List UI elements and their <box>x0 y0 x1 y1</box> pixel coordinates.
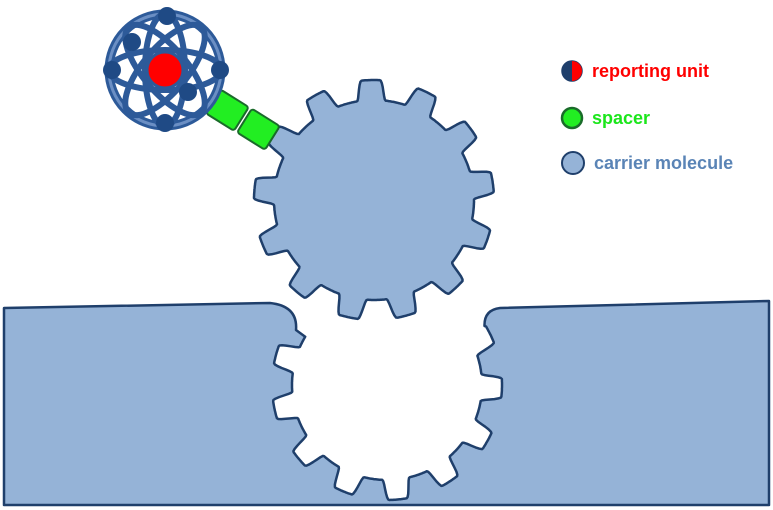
sphere-node-upper-left <box>123 33 141 51</box>
sphere-node-lower-right <box>179 83 197 101</box>
legend-label-reporting-unit: reporting unit <box>592 60 709 81</box>
spacer-legend-icon <box>560 106 584 130</box>
legend-item-carrier-molecule: carrier molecule <box>560 150 733 176</box>
legend-label-spacer: spacer <box>592 107 651 128</box>
sphere-node-left <box>103 61 121 79</box>
spacer-segment-2 <box>237 108 280 150</box>
legend-item-spacer: spacer <box>560 105 650 131</box>
reporting-unit-legend-icon <box>561 60 583 82</box>
sphere-tilted-ring-b <box>122 21 208 119</box>
legend-item-reporting-unit: reporting unit <box>560 58 709 84</box>
reporting-unit-sphere <box>103 7 229 132</box>
sphere-node-bottom <box>156 114 174 132</box>
legend-label-carrier-molecule: carrier molecule <box>594 152 734 173</box>
binding-surface <box>2 299 771 507</box>
spacer-linker <box>206 89 280 150</box>
carrier-molecule-gear <box>252 78 495 321</box>
sphere-tilted-ring-a <box>122 21 208 119</box>
sphere-node-top <box>158 7 176 25</box>
reporting-core <box>145 50 185 90</box>
sphere-node-right <box>211 61 229 79</box>
carrier-molecule-legend-icon <box>561 151 585 175</box>
